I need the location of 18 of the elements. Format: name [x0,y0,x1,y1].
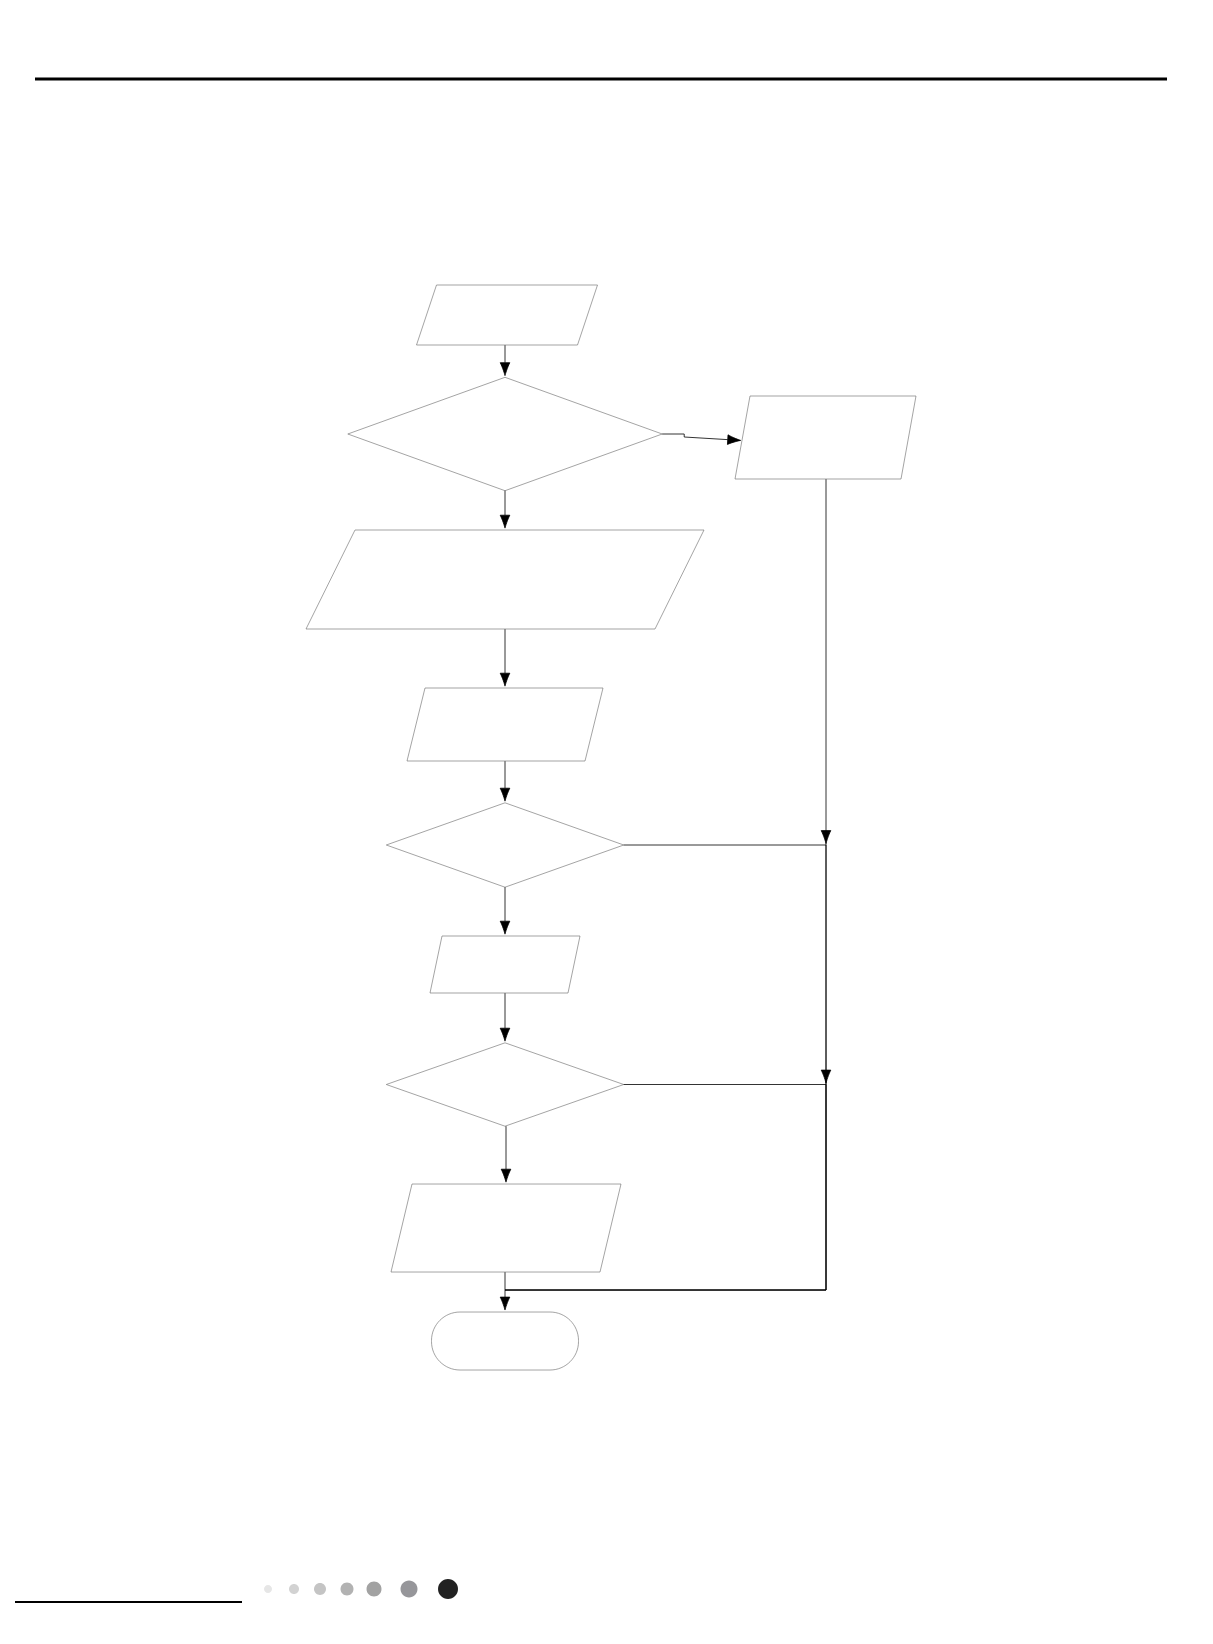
arrow [499,490,511,529]
arrow [499,760,511,802]
io-parallelogram [416,284,598,346]
arrow [499,1271,511,1311]
io-parallelogram [305,529,705,630]
arrow [499,628,511,687]
decision-diamond [347,377,663,491]
decision-diamond [386,802,624,888]
arrow [499,992,511,1042]
arrow [499,344,511,376]
io-parallelogram [390,1183,622,1273]
io-parallelogram [429,935,581,994]
io-parallelogram [406,687,604,762]
arrow [499,886,511,935]
arrow [500,1125,512,1183]
io-parallelogram [734,395,917,480]
arrow [661,433,742,445]
decision-diamond [386,1042,624,1127]
